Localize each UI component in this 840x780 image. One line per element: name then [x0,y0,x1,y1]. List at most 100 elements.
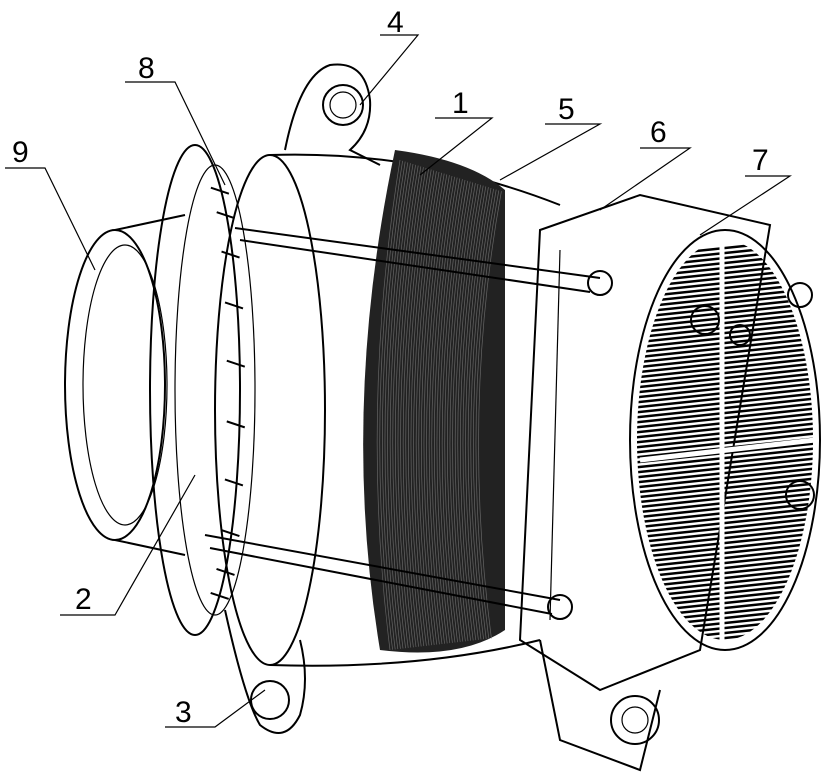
winding-wire [444,180,468,643]
winding-wire [392,164,416,649]
winding-wire [376,159,401,651]
grille-slot [637,546,813,570]
label-3: 3 [175,696,192,729]
grille-slot [637,296,813,320]
winding-wire [405,168,429,647]
grille-slot [637,411,813,435]
grille-slot [637,386,813,410]
grille-slot [637,301,813,325]
fan-blade [221,529,240,537]
grille-slot [637,306,813,330]
fan-blade [224,478,244,487]
grille-slot [637,266,813,290]
grille-slot [637,456,813,480]
winding-wire [431,176,455,644]
upper-mounting-ear [284,63,381,166]
label-2: 2 [75,583,92,616]
leader-lines [5,34,793,728]
fan-blade [221,250,240,259]
grille-slot [637,621,813,640]
grille-slot [637,346,813,370]
grille-slot [637,471,813,495]
winding-wire [428,175,453,645]
winding-wire [457,184,481,641]
grille-slot [637,321,813,345]
grille-slot [637,466,813,490]
fan-blade [210,591,229,600]
grille-slot [637,511,813,535]
grille-slot [637,611,813,635]
grille-slot [637,491,813,515]
label-8: 8 [138,52,155,85]
grille-slot [637,311,813,335]
winding-wire [389,163,414,649]
grille-slot [637,581,813,605]
winding-wire [470,188,494,640]
fan-blade [226,359,246,368]
winding-wire [421,173,445,645]
grille-slot [637,531,813,555]
grille-slot [637,256,813,280]
grille-slot [637,371,813,395]
winding-wire [397,166,422,648]
rear-grille [629,229,821,651]
grille-slot [637,326,813,350]
grille-slot [637,240,813,260]
winding-wire [408,169,432,647]
grille-slot [637,596,813,620]
grille-slot [637,361,813,385]
grille-slot [637,601,813,625]
label-4: 4 [387,6,404,39]
winding-wire [449,182,474,642]
tie-rods [204,227,613,620]
winding-wire [400,167,424,648]
grille-slot [637,616,813,640]
lower-mounting-ear [224,609,306,734]
grille-slot [637,516,813,540]
label-6: 6 [650,116,667,149]
grille-slot [637,401,813,425]
grille-slot [637,626,813,640]
grille-slot [637,461,813,485]
winding-wire [418,172,442,646]
label-7: 7 [752,144,769,177]
grille-slot [637,406,813,430]
grille-slot [637,501,813,525]
label-1: 1 [452,87,469,120]
grille-slot [637,391,813,415]
grille-slot [637,606,813,630]
fan-blade [224,301,244,310]
grille-slot [637,336,813,360]
winding-wire [462,186,487,641]
grille-slot [637,426,813,450]
grille-slot [637,241,813,265]
stator-winding [363,150,505,653]
winding-wire [475,190,500,639]
grille-slot [637,421,813,445]
rear-end-cover [518,193,772,772]
grille-slot [637,376,813,400]
grille-slot [637,566,813,590]
winding-wire [413,171,437,646]
grille-slot [637,416,813,440]
grille-slot [637,251,813,275]
winding-wire [434,177,458,644]
fan [149,144,256,636]
grille-slot [637,591,813,615]
grille-slot [637,526,813,550]
winding-wire [410,170,435,647]
grille-slot [637,331,813,355]
grille-slot [637,366,813,390]
grille-slot [637,396,813,420]
winding-wire [460,185,484,641]
fan-blade [226,420,246,429]
winding-wire [447,181,471,642]
grille-slot [637,246,813,270]
winding-wire [467,187,492,640]
winding-wire [379,160,403,650]
winding-wire [473,189,497,639]
grille-slot [637,541,813,565]
winding-wire [415,171,440,646]
label-5: 5 [558,93,575,126]
